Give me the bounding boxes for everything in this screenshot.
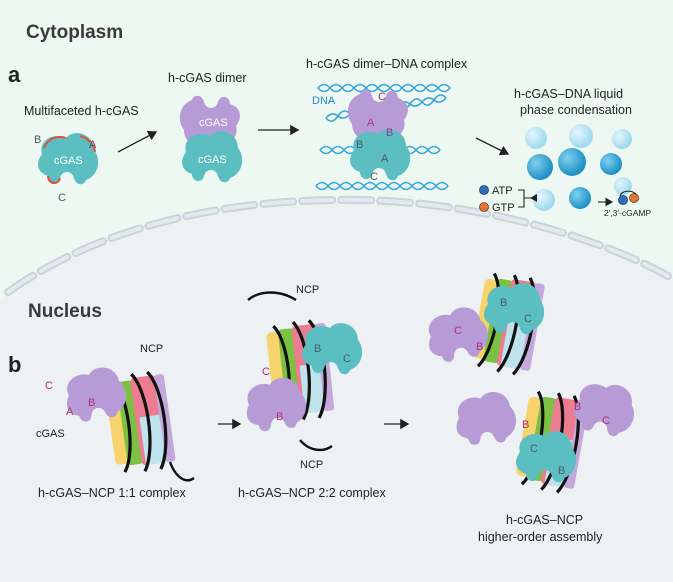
ncp-label-2b: NCP: [300, 459, 323, 471]
higher-label-2: higher-order assembly: [478, 530, 603, 544]
face-a-mark: [79, 135, 96, 153]
arrow-3: [475, 137, 510, 156]
cgamp-atp-part: [618, 195, 628, 205]
face-c-mark: [47, 175, 61, 184]
nucleotides: ATP GTP 2′,3′-cGAMP: [479, 185, 651, 218]
arrow-1: [117, 131, 158, 153]
panel-a-label: a: [8, 62, 21, 87]
ho-b1: B: [476, 341, 483, 353]
ho-c2: C: [524, 313, 532, 325]
dna-bottom-a: A: [381, 153, 389, 165]
complex-11-label: h-cGAS–NCP 1:1 complex: [38, 486, 186, 500]
ho-c4: C: [602, 415, 610, 427]
condensation-label-1: h-cGAS–DNA liquid: [514, 87, 623, 101]
svg-text:cGAS: cGAS: [54, 155, 83, 167]
higher-label-1: h-cGAS–NCP: [506, 513, 583, 527]
dna-label: DNA: [312, 95, 336, 107]
dna-top-a: A: [367, 117, 375, 129]
cgamp-label: 2′,3′-cGAMP: [604, 208, 651, 218]
complex-22-label: h-cGAS–NCP 2:2 complex: [238, 486, 386, 500]
dimer-bottom-label: cGAS: [198, 154, 227, 166]
b2-pc: C: [262, 366, 270, 378]
atp-label: ATP: [492, 185, 513, 197]
dna-bottom-c: C: [370, 171, 378, 183]
dimer-dna-label: h-cGAS dimer–DNA complex: [306, 57, 468, 71]
dimer-top-label: cGAS: [199, 117, 228, 129]
b2-pb: B: [276, 411, 283, 423]
ho-b4: B: [574, 401, 581, 413]
cgamp-gtp-part: [629, 193, 639, 203]
face-a-label: A: [89, 139, 97, 151]
gtp-icon: [479, 202, 489, 212]
cgas-monomer: cGAS: [38, 133, 99, 185]
b1-b: B: [88, 397, 95, 409]
ho-b2: B: [500, 297, 507, 309]
b2-tc: C: [343, 353, 351, 365]
face-b-label: B: [34, 134, 41, 146]
ncp-label-1: NCP: [140, 343, 163, 355]
condensate-droplets: [525, 124, 632, 211]
gtp-label: GTP: [492, 202, 515, 214]
ho-b3: B: [522, 419, 529, 431]
cytoplasm-title: Cytoplasm: [26, 22, 123, 43]
b1-a: A: [66, 406, 74, 418]
panel-b-label: b: [8, 352, 21, 377]
dna-top-c: C: [378, 91, 386, 103]
b1-cgas: cGAS: [36, 428, 65, 440]
ncp-label-2a: NCP: [296, 284, 319, 296]
b2-tb: B: [314, 343, 321, 355]
multifaceted-label: Multifaceted h-cGAS: [24, 104, 139, 118]
atp-icon: [479, 185, 489, 195]
nucleus-title: Nucleus: [28, 301, 102, 322]
condensation-label-2: phase condensation: [520, 103, 632, 117]
ho-c5: C: [530, 443, 538, 455]
dna-bottom-b: B: [356, 139, 363, 151]
face-c-label: C: [58, 192, 66, 204]
ho-b5: B: [558, 465, 565, 477]
b1-c: C: [45, 380, 53, 392]
dna-top-b: B: [386, 127, 393, 139]
face-b-mark: [43, 135, 67, 149]
ho-c1: C: [454, 325, 462, 337]
dimer-label: h-cGAS dimer: [168, 71, 247, 85]
